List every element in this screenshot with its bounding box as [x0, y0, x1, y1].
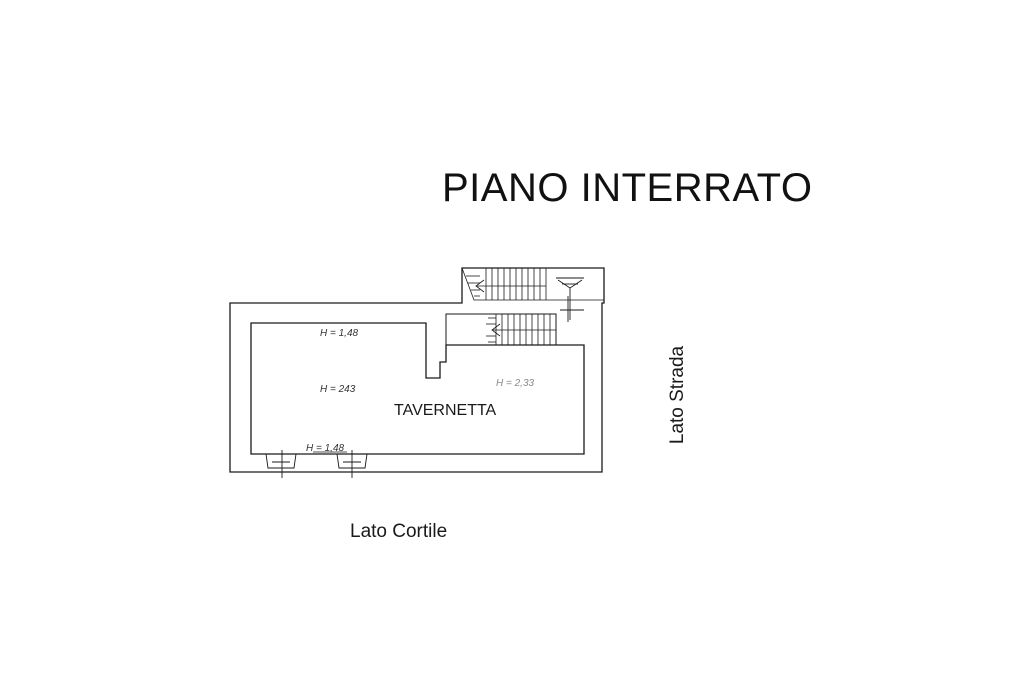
entrance-door-marker [556, 277, 584, 322]
window-niche-right [336, 450, 368, 478]
room-name-label: TAVERNETTA [394, 402, 497, 419]
height-label-bottom: H = 1,48 [306, 443, 345, 454]
courtyard-side-label: Lato Cortile [350, 521, 448, 542]
lower-staircase [486, 314, 556, 345]
outer-wall-outline [229, 267, 605, 473]
street-side-label: Lato Strada [667, 345, 688, 445]
height-label-top: H = 1,48 [320, 328, 359, 339]
lower-stair-landing [445, 313, 557, 346]
upper-staircase [461, 267, 604, 301]
plan-title: PIANO INTERRATO [442, 166, 813, 210]
height-label-middle-left: H = 243 [320, 384, 356, 395]
inner-room-outline [250, 322, 585, 455]
height-label-middle-right: H = 2,33 [496, 378, 535, 389]
window-niche-left [265, 450, 297, 478]
